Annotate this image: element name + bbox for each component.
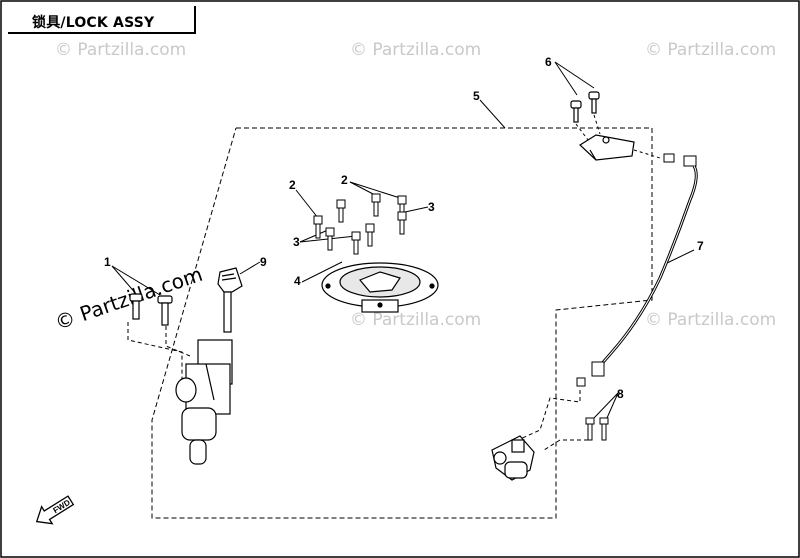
leader-lines — [111, 61, 695, 419]
part-9-key — [217, 267, 243, 333]
callout-7: 7 — [697, 239, 704, 253]
watermark-text: © Partzilla.com — [350, 310, 481, 330]
part-8-screws — [585, 417, 609, 441]
callout-3-left: 3 — [293, 235, 300, 249]
assembly-outline — [151, 127, 653, 519]
callout-9: 9 — [260, 255, 267, 269]
callout-2-top: 2 — [341, 173, 348, 187]
watermark-text: © Partzilla.com — [55, 40, 186, 60]
part-2-3-bolts — [313, 193, 407, 255]
callout-2-left: 2 — [289, 178, 296, 192]
watermark-text: © Partzilla.com — [645, 40, 776, 60]
callout-5: 5 — [473, 89, 480, 103]
callout-8: 8 — [617, 387, 624, 401]
watermark-group: © Partzilla.com © Partzilla.com © Partzi… — [55, 40, 776, 330]
title-box: 锁具/LOCK ASSY — [8, 6, 196, 34]
watermark-text: © Partzilla.com — [645, 310, 776, 330]
watermark-text: © Partzilla.com — [350, 40, 481, 60]
part-6-bracket — [570, 91, 635, 161]
seat-lock-latch — [491, 435, 535, 481]
callout-3-right: 3 — [428, 200, 435, 214]
callout-labels: 1 2 2 3 3 4 5 6 7 8 9 — [104, 55, 704, 401]
ignition-switch — [175, 339, 233, 465]
callout-4: 4 — [294, 274, 301, 288]
part-1-screws — [129, 293, 173, 326]
fwd-arrow-icon: FWD — [35, 495, 75, 525]
page-title: 锁具/LOCK ASSY — [32, 15, 155, 31]
part-4-fuel-cap — [321, 262, 439, 313]
callout-6: 6 — [545, 55, 552, 69]
callout-1: 1 — [104, 255, 111, 269]
part-7-cable — [576, 153, 698, 387]
watermark-bold: © Partzilla.com — [52, 262, 206, 335]
